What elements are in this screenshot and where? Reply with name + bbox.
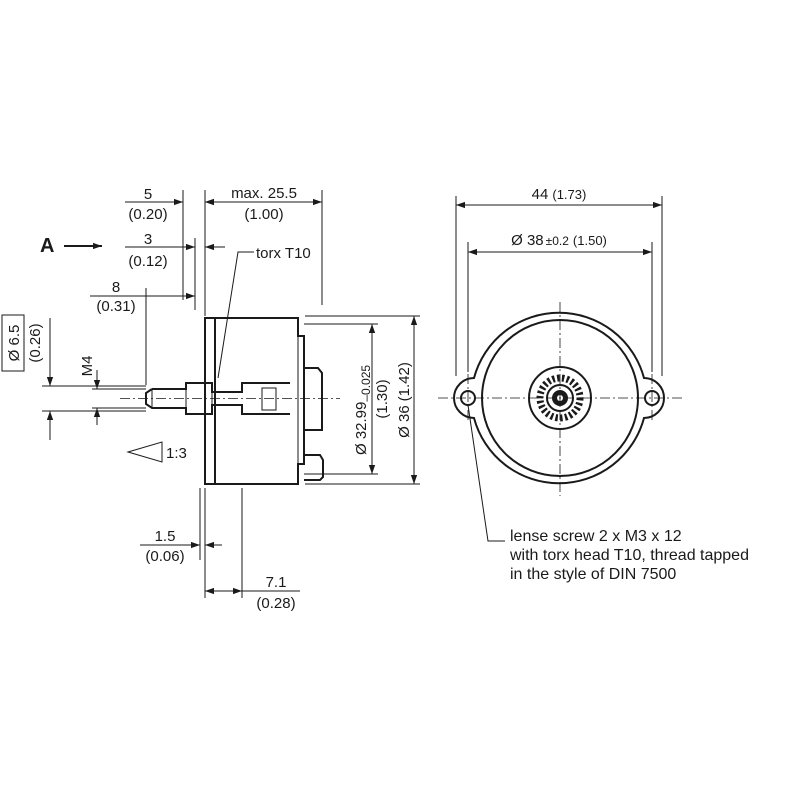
view-marker-a: A xyxy=(40,235,54,257)
dim-3299-inch: (1.30) xyxy=(374,379,391,418)
dim-36-label: Ø 36 (1.42) xyxy=(396,362,413,438)
dim-71-inch: (0.28) xyxy=(256,595,295,612)
dim-m4-label: M4 xyxy=(79,356,96,377)
note-line-3: in the style of DIN 7500 xyxy=(510,566,676,583)
dim-38-main: Ø 38 xyxy=(511,232,544,249)
dim-44-inch: (1.73) xyxy=(552,187,586,202)
dim-8-inch: (0.31) xyxy=(96,298,135,315)
gear-teeth xyxy=(536,374,584,422)
rear-boss-bottom xyxy=(304,454,324,481)
screw-note: lense screw 2 x M3 x 12 with torx head T… xyxy=(509,528,753,583)
dim-3299-label: Ø 32.99–0.025 xyxy=(353,365,373,455)
housing-body xyxy=(204,317,305,485)
dim-8-label: 8 xyxy=(112,279,120,296)
torx-leader xyxy=(217,251,254,379)
dim-71-label: 7.1 xyxy=(266,574,287,591)
dim-38-label: Ø 38±0.2(1.50) xyxy=(511,232,607,249)
dim-5-inch: (0.20) xyxy=(128,206,167,223)
dim-65-inch: (0.26) xyxy=(27,323,44,362)
dim-15-inch: (0.06) xyxy=(145,548,184,565)
rear-boss-top xyxy=(304,367,323,431)
shaft-sleeve xyxy=(261,387,277,411)
side-view: 5 (0.20) max. 25.5 (1.00) A 3 (0.12) tor… xyxy=(1,185,420,612)
note-line-2: with torx head T10, thread tapped xyxy=(509,547,749,564)
torx-label: torx T10 xyxy=(256,245,311,262)
dim-36-main: Ø 36 xyxy=(396,405,413,438)
dim-44-main: 44 xyxy=(532,186,549,203)
taper-label: 1:3 xyxy=(166,445,187,462)
front-view: 44(1.73) Ø 38±0.2(1.50) lense screw 2 x … xyxy=(438,186,753,583)
dim-36-inch: (1.42) xyxy=(396,362,413,401)
dim-3-inch: (0.12) xyxy=(128,253,167,270)
dim-38-inch: (1.50) xyxy=(573,233,607,248)
dim-max-label: max. 25.5 xyxy=(231,185,297,202)
dim-max-inch: (1.00) xyxy=(244,206,283,223)
dim-3299-main: Ø 32.99 xyxy=(353,402,370,455)
note-leader xyxy=(467,404,505,542)
dia65-box xyxy=(1,314,25,372)
dim-65-label: Ø 6.5 xyxy=(6,325,23,362)
dim-44-label: 44(1.73) xyxy=(532,186,587,203)
note-line-1: lense screw 2 x M3 x 12 xyxy=(510,528,682,545)
dim-15-label: 1.5 xyxy=(155,528,176,545)
dim-3-label: 3 xyxy=(144,231,152,248)
dim-5-label: 5 xyxy=(144,186,152,203)
taper-symbol xyxy=(126,441,163,463)
dim-3299-tol: –0.025 xyxy=(359,365,373,402)
dim-38-tol: ±0.2 xyxy=(546,234,570,248)
